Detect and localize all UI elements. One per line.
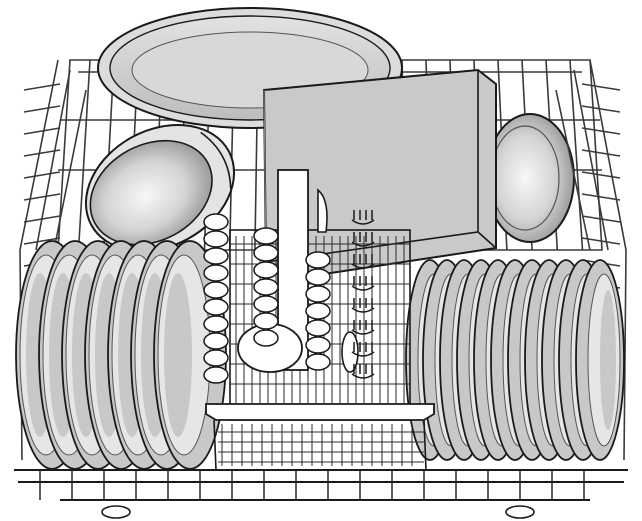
left-bowl bbox=[84, 124, 236, 252]
spiral-handle bbox=[305, 251, 331, 371]
plate-left bbox=[153, 240, 227, 470]
fork bbox=[351, 210, 375, 225]
fork bbox=[351, 254, 375, 269]
fork bbox=[351, 276, 375, 291]
plate-right bbox=[575, 259, 625, 461]
right-bowl bbox=[485, 113, 575, 243]
rack-wheels bbox=[101, 505, 535, 519]
basket-handle bbox=[205, 403, 435, 421]
fork bbox=[351, 320, 375, 335]
spoon-bowl-right bbox=[341, 331, 359, 373]
fork bbox=[351, 342, 375, 357]
knife-blade bbox=[317, 188, 328, 233]
rack-front-frame bbox=[14, 469, 628, 501]
fork bbox=[351, 232, 375, 247]
fork bbox=[351, 364, 375, 379]
right-plates-group bbox=[405, 259, 625, 461]
spiral-handle bbox=[203, 213, 229, 384]
fork bbox=[351, 298, 375, 313]
cutlery-basket bbox=[203, 169, 435, 471]
spiral-handle bbox=[253, 227, 279, 347]
left-plates-group bbox=[15, 240, 227, 470]
